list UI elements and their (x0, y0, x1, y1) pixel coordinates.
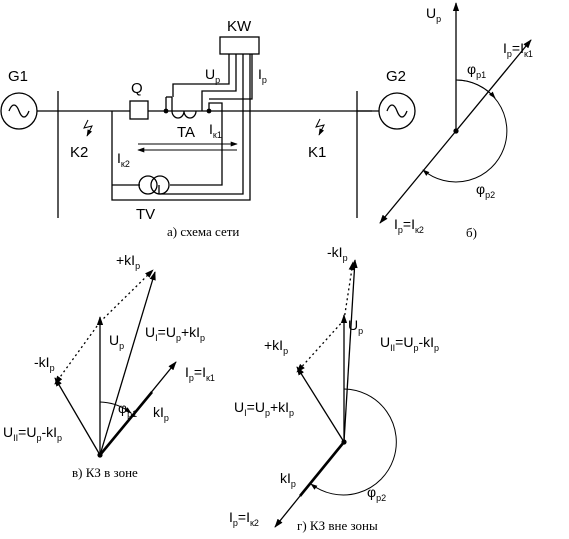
v-uii-vector (54, 377, 101, 456)
v-plus-kip-label: +kIp (116, 252, 140, 271)
v-kip-label: kIp (153, 404, 169, 423)
ik1-label: Iк1 (209, 121, 222, 140)
v-caption: в) КЗ в зоне (72, 465, 138, 480)
g-plus-kip-dotted (296, 319, 345, 373)
b-ip-k1-label: Ip=Iк1 (503, 40, 533, 59)
tv-label: TV (136, 206, 155, 223)
generator-g2 (378, 92, 416, 130)
breaker-q (129, 100, 149, 120)
current-transformer-ta (165, 96, 203, 119)
g2-label: G2 (386, 68, 406, 85)
kw-up-label: Up (205, 66, 220, 85)
phi-p2-arc (422, 79, 508, 183)
g1-label: G1 (8, 68, 28, 85)
b-phi2-label: φp2 (476, 181, 495, 200)
v-phi-label: φp1 (118, 400, 137, 419)
g-uii-label: UII=Up-kIp (380, 334, 439, 353)
g-kip-label: kIp (280, 470, 296, 489)
v-up-label: Up (109, 332, 124, 351)
g-up-label: Up (348, 317, 363, 336)
ip-k1-vector (455, 39, 532, 132)
g-kip-vector (298, 441, 346, 497)
network-caption: а) схема сети (167, 224, 239, 239)
v-uii-label: UII=Up-kIp (3, 424, 62, 443)
g-caption: г) КЗ вне зоны (297, 518, 378, 533)
b-up-label: Up (426, 5, 441, 24)
v-minus-kip-dotted (54, 321, 101, 385)
g-phi-label: φp2 (367, 484, 386, 503)
phasor-diagram-g: -kIp +kIp Up UII=Up-kIp UI=Up+kIp kIp φp… (229, 244, 439, 533)
v-phi-arc (99, 401, 132, 414)
voltage-transformer-tv (111, 111, 170, 195)
g-minus-kip-label: -kIp (327, 244, 348, 263)
g-ui-vector (296, 366, 345, 443)
kw-label: KW (227, 18, 252, 35)
q-label: Q (131, 80, 143, 97)
v-ui-vector (99, 271, 156, 456)
phi-p1-arc (455, 79, 496, 99)
phasor-diagram-b: Up Ip=Iк1 Ip=Iк2 φp1 φp2 б) (379, 2, 533, 240)
v-minus-kip-label: -kIp (34, 354, 55, 373)
g-uii-vector (343, 259, 358, 443)
network-scheme: G1 K2 Q TA KW Up Ip (0, 18, 416, 239)
b-ip-k2-label: Ip=Iк2 (394, 216, 424, 235)
g-ip-vector (274, 495, 301, 528)
v-plus-kip-dotted (99, 269, 154, 323)
g-phi-arc (310, 388, 397, 496)
b-caption: б) (466, 225, 477, 240)
kw-ip-label: Ip (258, 66, 267, 85)
g-ip-label: Ip=Iк2 (229, 509, 259, 528)
phasor-diagram-v: +kIp -kIp Up UI=Up+kIp Ip=Iк1 φp1 kIp UI… (3, 252, 215, 480)
k1-label: K1 (308, 144, 326, 161)
ik2-label: Iк2 (117, 150, 130, 169)
g-ui-label: UI=Up+kIp (234, 399, 294, 418)
v-ip-label: Ip=Iк1 (185, 364, 215, 383)
relay-kw (219, 36, 260, 55)
v-kip-vector (98, 391, 154, 456)
b-phi1-label: φp1 (467, 61, 486, 80)
g-plus-kip-label: +kIp (264, 337, 288, 356)
ip-k2-vector (379, 130, 457, 224)
fault-k1-icon (315, 118, 325, 136)
k2-label: K2 (70, 144, 88, 161)
v-ui-label: UI=Up+kIp (145, 324, 205, 343)
ta-label: TA (177, 124, 195, 141)
generator-g1 (0, 92, 58, 130)
fault-k2-icon (83, 119, 93, 137)
